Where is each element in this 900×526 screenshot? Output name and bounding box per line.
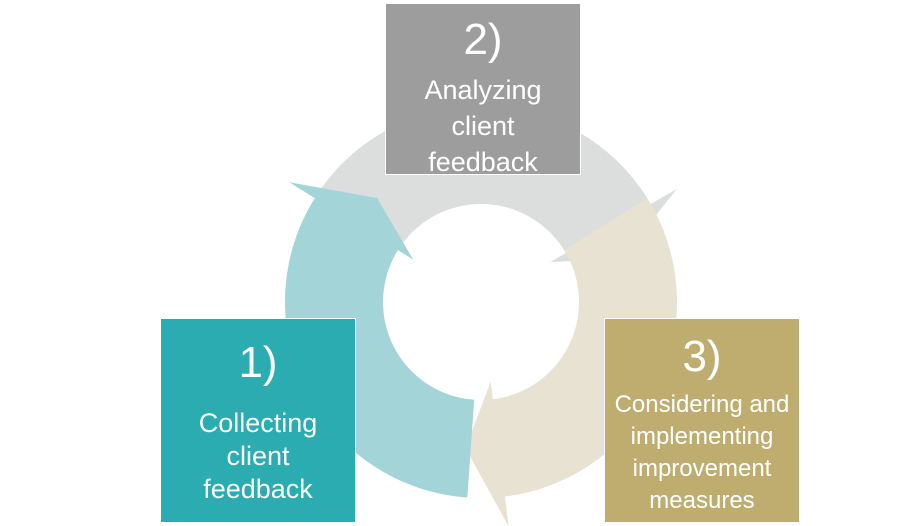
step-2-label: Analyzing client feedback — [424, 75, 542, 177]
step-2-box: 2) Analyzing client feedback — [385, 3, 581, 177]
step-1-box: 1) Collecting client feedback — [160, 318, 356, 523]
step-1-number: 1) — [238, 338, 278, 387]
step-3-number: 3) — [682, 332, 722, 381]
step-2-number: 2) — [463, 15, 503, 64]
step-3-label: Considering and implementing improvement… — [614, 391, 790, 514]
step-3-box: 3) Considering and implementing improvem… — [604, 318, 800, 523]
step-1-label: Collecting client feedback — [198, 408, 318, 504]
cycle-arrow-implement-to-collect — [465, 198, 677, 526]
